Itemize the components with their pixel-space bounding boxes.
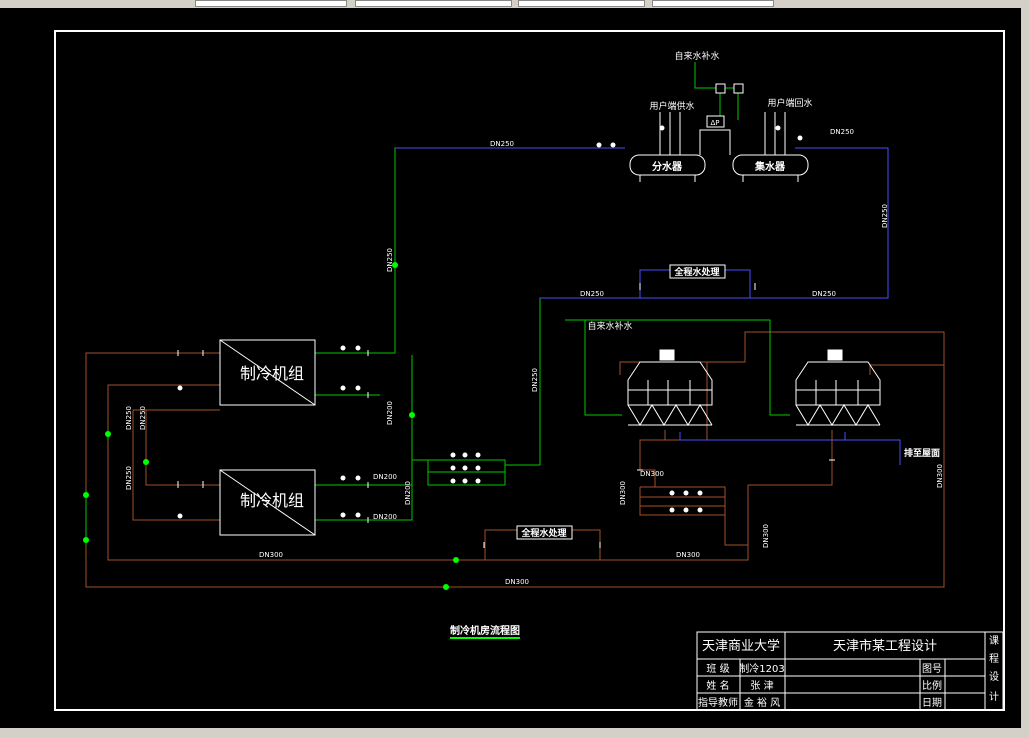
pipe-label: DN250 bbox=[531, 368, 539, 392]
advisor-value: 金 裕 风 bbox=[744, 696, 780, 709]
cooling-tower-2[interactable] bbox=[795, 349, 881, 426]
user-branches bbox=[659, 83, 786, 155]
cooling-tower-1[interactable] bbox=[627, 349, 713, 426]
drawing-title: 制冷机房流程图 bbox=[450, 624, 520, 637]
distributor-label: 分水器 bbox=[652, 160, 683, 173]
title-block bbox=[696, 631, 1004, 711]
water-treatment-label: 全程水处理 bbox=[673, 266, 719, 278]
pipe-label: DN250 bbox=[125, 406, 133, 430]
pipe-label: DN250 bbox=[881, 204, 889, 228]
title-block-text: 天津商业大学 天津市某工程设计 班 级 制冷1203 姓 名 张 津 指导教师 … bbox=[698, 635, 999, 709]
toolbar-tab[interactable] bbox=[195, 0, 347, 7]
chiller-label: 制冷机组 bbox=[240, 491, 304, 510]
vertical-scrollbar[interactable] bbox=[1021, 8, 1029, 728]
pipe-label: DN200 bbox=[404, 481, 412, 505]
pipe-label: DN250 bbox=[490, 140, 514, 148]
pipe-label: DN200 bbox=[386, 401, 394, 425]
makeup-water-label: 自来水补水 bbox=[674, 50, 719, 62]
collector-label: 集水器 bbox=[754, 160, 786, 173]
chiller-label: 制冷机组 bbox=[240, 364, 304, 383]
water-treatment-top[interactable]: 全程水处理 bbox=[669, 264, 726, 279]
pipe-label: DN300 bbox=[676, 551, 700, 559]
pipe-label: DN250 bbox=[125, 466, 133, 490]
chiller-unit-2[interactable]: 制冷机组 bbox=[219, 469, 316, 536]
class-label: 班 级 bbox=[706, 663, 729, 675]
university-name: 天津商业大学 bbox=[702, 638, 780, 654]
pipe-label: DN250 bbox=[386, 248, 394, 272]
name-value: 张 津 bbox=[750, 680, 773, 692]
green-instruments bbox=[83, 262, 459, 590]
horizontal-scrollbar[interactable] bbox=[0, 728, 1029, 738]
pipe-labels: DN250 DN250 DN250 DN250 DN200 DN200 DN30… bbox=[125, 128, 944, 586]
toolbar-tab[interactable] bbox=[518, 0, 645, 7]
course-char: 课 bbox=[989, 635, 999, 647]
class-value: 制冷1203 bbox=[739, 662, 784, 675]
pipe-label: DN300 bbox=[619, 481, 627, 505]
pipe-label: DN250 bbox=[139, 406, 147, 430]
water-treatment-bottom[interactable]: 全程水处理 bbox=[516, 525, 573, 540]
tower-makeup-label: 自来水补水 bbox=[587, 320, 632, 332]
drain-label: 排至屋面 bbox=[904, 447, 940, 459]
water-distributor[interactable]: 分水器 bbox=[629, 154, 706, 182]
water-treatment-label: 全程水处理 bbox=[520, 527, 566, 539]
pipe-label: DN200 bbox=[373, 473, 397, 481]
pipe-label: DN250 bbox=[580, 290, 604, 298]
course-char: 计 bbox=[989, 690, 999, 703]
toolbar-tab[interactable] bbox=[652, 0, 774, 7]
chiller-unit-1[interactable]: 制冷机组 bbox=[219, 339, 316, 406]
user-supply-label: 用户端供水 bbox=[649, 100, 694, 112]
condenser-water-pipes bbox=[85, 331, 945, 588]
name-label: 姓 名 bbox=[706, 679, 729, 692]
valve-marks bbox=[177, 283, 835, 548]
pipe-label: DN250 bbox=[830, 128, 854, 136]
valve-symbols bbox=[177, 125, 803, 519]
water-collector[interactable]: 集水器 bbox=[732, 154, 809, 182]
differential-pressure-label: ΔP bbox=[710, 119, 719, 127]
course-char: 设 bbox=[989, 671, 999, 683]
pipe-label: DN300 bbox=[936, 464, 944, 488]
pipe-label: DN300 bbox=[762, 524, 770, 548]
scale-label: 比例 bbox=[922, 679, 942, 692]
pipe-label: DN300 bbox=[640, 470, 664, 478]
drawing-number-label: 图号 bbox=[922, 663, 942, 675]
course-char: 程 bbox=[989, 653, 999, 665]
pipe-label: DN250 bbox=[812, 290, 836, 298]
date-label: 日期 bbox=[922, 697, 942, 709]
window-toolbar-strip bbox=[0, 0, 1029, 8]
pipe-label: DN200 bbox=[373, 513, 397, 521]
toolbar-tab[interactable] bbox=[355, 0, 512, 7]
drawing-border bbox=[54, 30, 1005, 711]
advisor-label: 指导教师 bbox=[698, 696, 738, 709]
pipe-label: DN300 bbox=[505, 578, 529, 586]
return-water-pipes bbox=[395, 147, 901, 465]
pipe-label: DN300 bbox=[259, 551, 283, 559]
chilled-water-pipes bbox=[85, 62, 790, 545]
project-name: 天津市某工程设计 bbox=[833, 638, 937, 654]
user-return-label: 用户端回水 bbox=[767, 97, 812, 109]
